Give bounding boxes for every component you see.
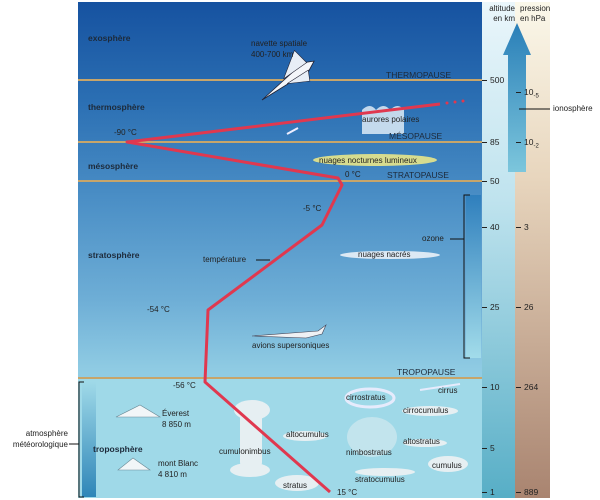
clouds	[230, 383, 468, 491]
altocumulus-label: altocumulus	[286, 430, 329, 439]
layer-exosphere: exosphère	[88, 33, 131, 43]
altitude-tick: 40	[482, 222, 499, 232]
meteo-atmosphere-label: atmosphère météorologique	[6, 428, 68, 450]
cirrus-label: cirrus	[438, 386, 458, 395]
altitude-tick: 1	[482, 487, 495, 497]
altitude-tick: 25	[482, 302, 499, 312]
everest-label: Éverest 8 850 m	[162, 408, 191, 430]
temp-stratosphere-low: -54 °C	[147, 305, 170, 314]
pressure-tick: 10-5	[516, 87, 539, 100]
pressure-base: 10	[524, 137, 534, 147]
layer-mesosphere: mésosphère	[88, 161, 139, 171]
temp-surface: 15 °C	[337, 488, 358, 497]
tropopause-line	[78, 377, 482, 379]
everest-icon	[115, 404, 162, 418]
cirrocumulus-label: cirrocumulus	[403, 406, 449, 415]
layer-thermosphere: thermosphère	[88, 102, 145, 112]
temperature-curve	[125, 102, 441, 494]
meteo-line1: atmosphère	[25, 429, 68, 438]
nacreous-label: nuages nacrés	[358, 250, 411, 259]
temp-stratosphere-top: -5 °C	[303, 204, 322, 213]
meteo-line2: météorologique	[12, 440, 68, 449]
mont-blanc-label: mont Blanc 4 810 m	[158, 458, 198, 480]
pressure-tick: 26	[516, 302, 533, 312]
pressure-base: 10	[524, 87, 534, 97]
stratopause-label: STRATOPAUSE	[387, 170, 449, 180]
nacreous-cloud-icon	[340, 251, 440, 259]
ozone-bar	[466, 195, 481, 358]
pressure-tick: 889	[516, 487, 538, 497]
everest-height: 8 850 m	[162, 420, 191, 429]
pressure-tick: 10-2	[516, 137, 539, 150]
temp-mesopause: -90 °C	[114, 128, 137, 137]
shuttle-altitude: 400-700 km	[251, 50, 294, 59]
layer-troposphere: troposphère	[93, 444, 143, 454]
altostratus-label: altostratus	[403, 437, 440, 446]
ozone-label: ozone	[422, 234, 444, 243]
altitude-tick: 10	[482, 382, 499, 392]
altitude-tick: 500	[482, 75, 504, 85]
supersonic-plane-icon	[251, 324, 327, 339]
stratus-label: stratus	[283, 481, 308, 490]
altitude-tick: 50	[482, 176, 499, 186]
noctilucent-label: nuages nocturnes lumineux	[319, 156, 417, 165]
cirrostratus-label: cirrostratus	[346, 393, 386, 402]
pressure-tick: 264	[516, 382, 538, 392]
ozone-bracket	[463, 194, 470, 359]
temperature-label: température	[203, 255, 247, 264]
cumulonimbus-label: cumulonimbus	[219, 447, 271, 456]
altitude-tick: 5	[482, 443, 495, 453]
mont-blanc-height: 4 810 m	[158, 470, 187, 479]
mesopause-label: MÉSOPAUSE	[389, 131, 443, 141]
mesopause-line	[78, 141, 482, 143]
everest-name: Éverest	[162, 409, 190, 418]
space-shuttle-icon	[261, 49, 315, 101]
tropopause-label: TROPOPAUSE	[397, 367, 456, 377]
altitude-tick: 85	[482, 137, 499, 147]
mont-blanc-icon	[117, 457, 151, 471]
pressure-exp: -2	[533, 143, 539, 150]
pressure-tick: 3	[516, 222, 529, 232]
aurora-label: aurores polaires	[362, 115, 420, 124]
pressure-title: pression	[520, 4, 551, 13]
stratocumulus-label: stratocumulus	[355, 475, 405, 484]
layer-stratosphere: stratosphère	[88, 250, 140, 260]
stratopause-line	[78, 180, 482, 182]
cumulus-label: cumulus	[432, 461, 462, 470]
noctilucent-cloud-icon	[313, 154, 437, 166]
altitude-unit: en km	[493, 14, 515, 23]
meteo-bracket	[78, 381, 84, 498]
thermopause-line	[78, 79, 482, 81]
thermopause-label: THERMOPAUSE	[386, 70, 452, 80]
mont-blanc-name: mont Blanc	[158, 459, 199, 468]
ionosphere-label: ionosphère	[553, 104, 593, 113]
nimbostratus-label: nimbostratus	[346, 448, 392, 457]
temp-tropopause: -56 °C	[173, 381, 196, 390]
supersonic-label: avions supersoniques	[252, 341, 330, 350]
pressure-exp: -5	[533, 93, 539, 100]
meteo-bar	[82, 382, 96, 497]
temp-stratopause: 0 °C	[345, 170, 361, 179]
shuttle-label: navette spatiale 400-700 km	[251, 38, 307, 60]
shuttle-name: navette spatiale	[251, 39, 308, 48]
altitude-title: altitude	[489, 4, 515, 13]
pressure-unit: en hPa	[520, 14, 546, 23]
